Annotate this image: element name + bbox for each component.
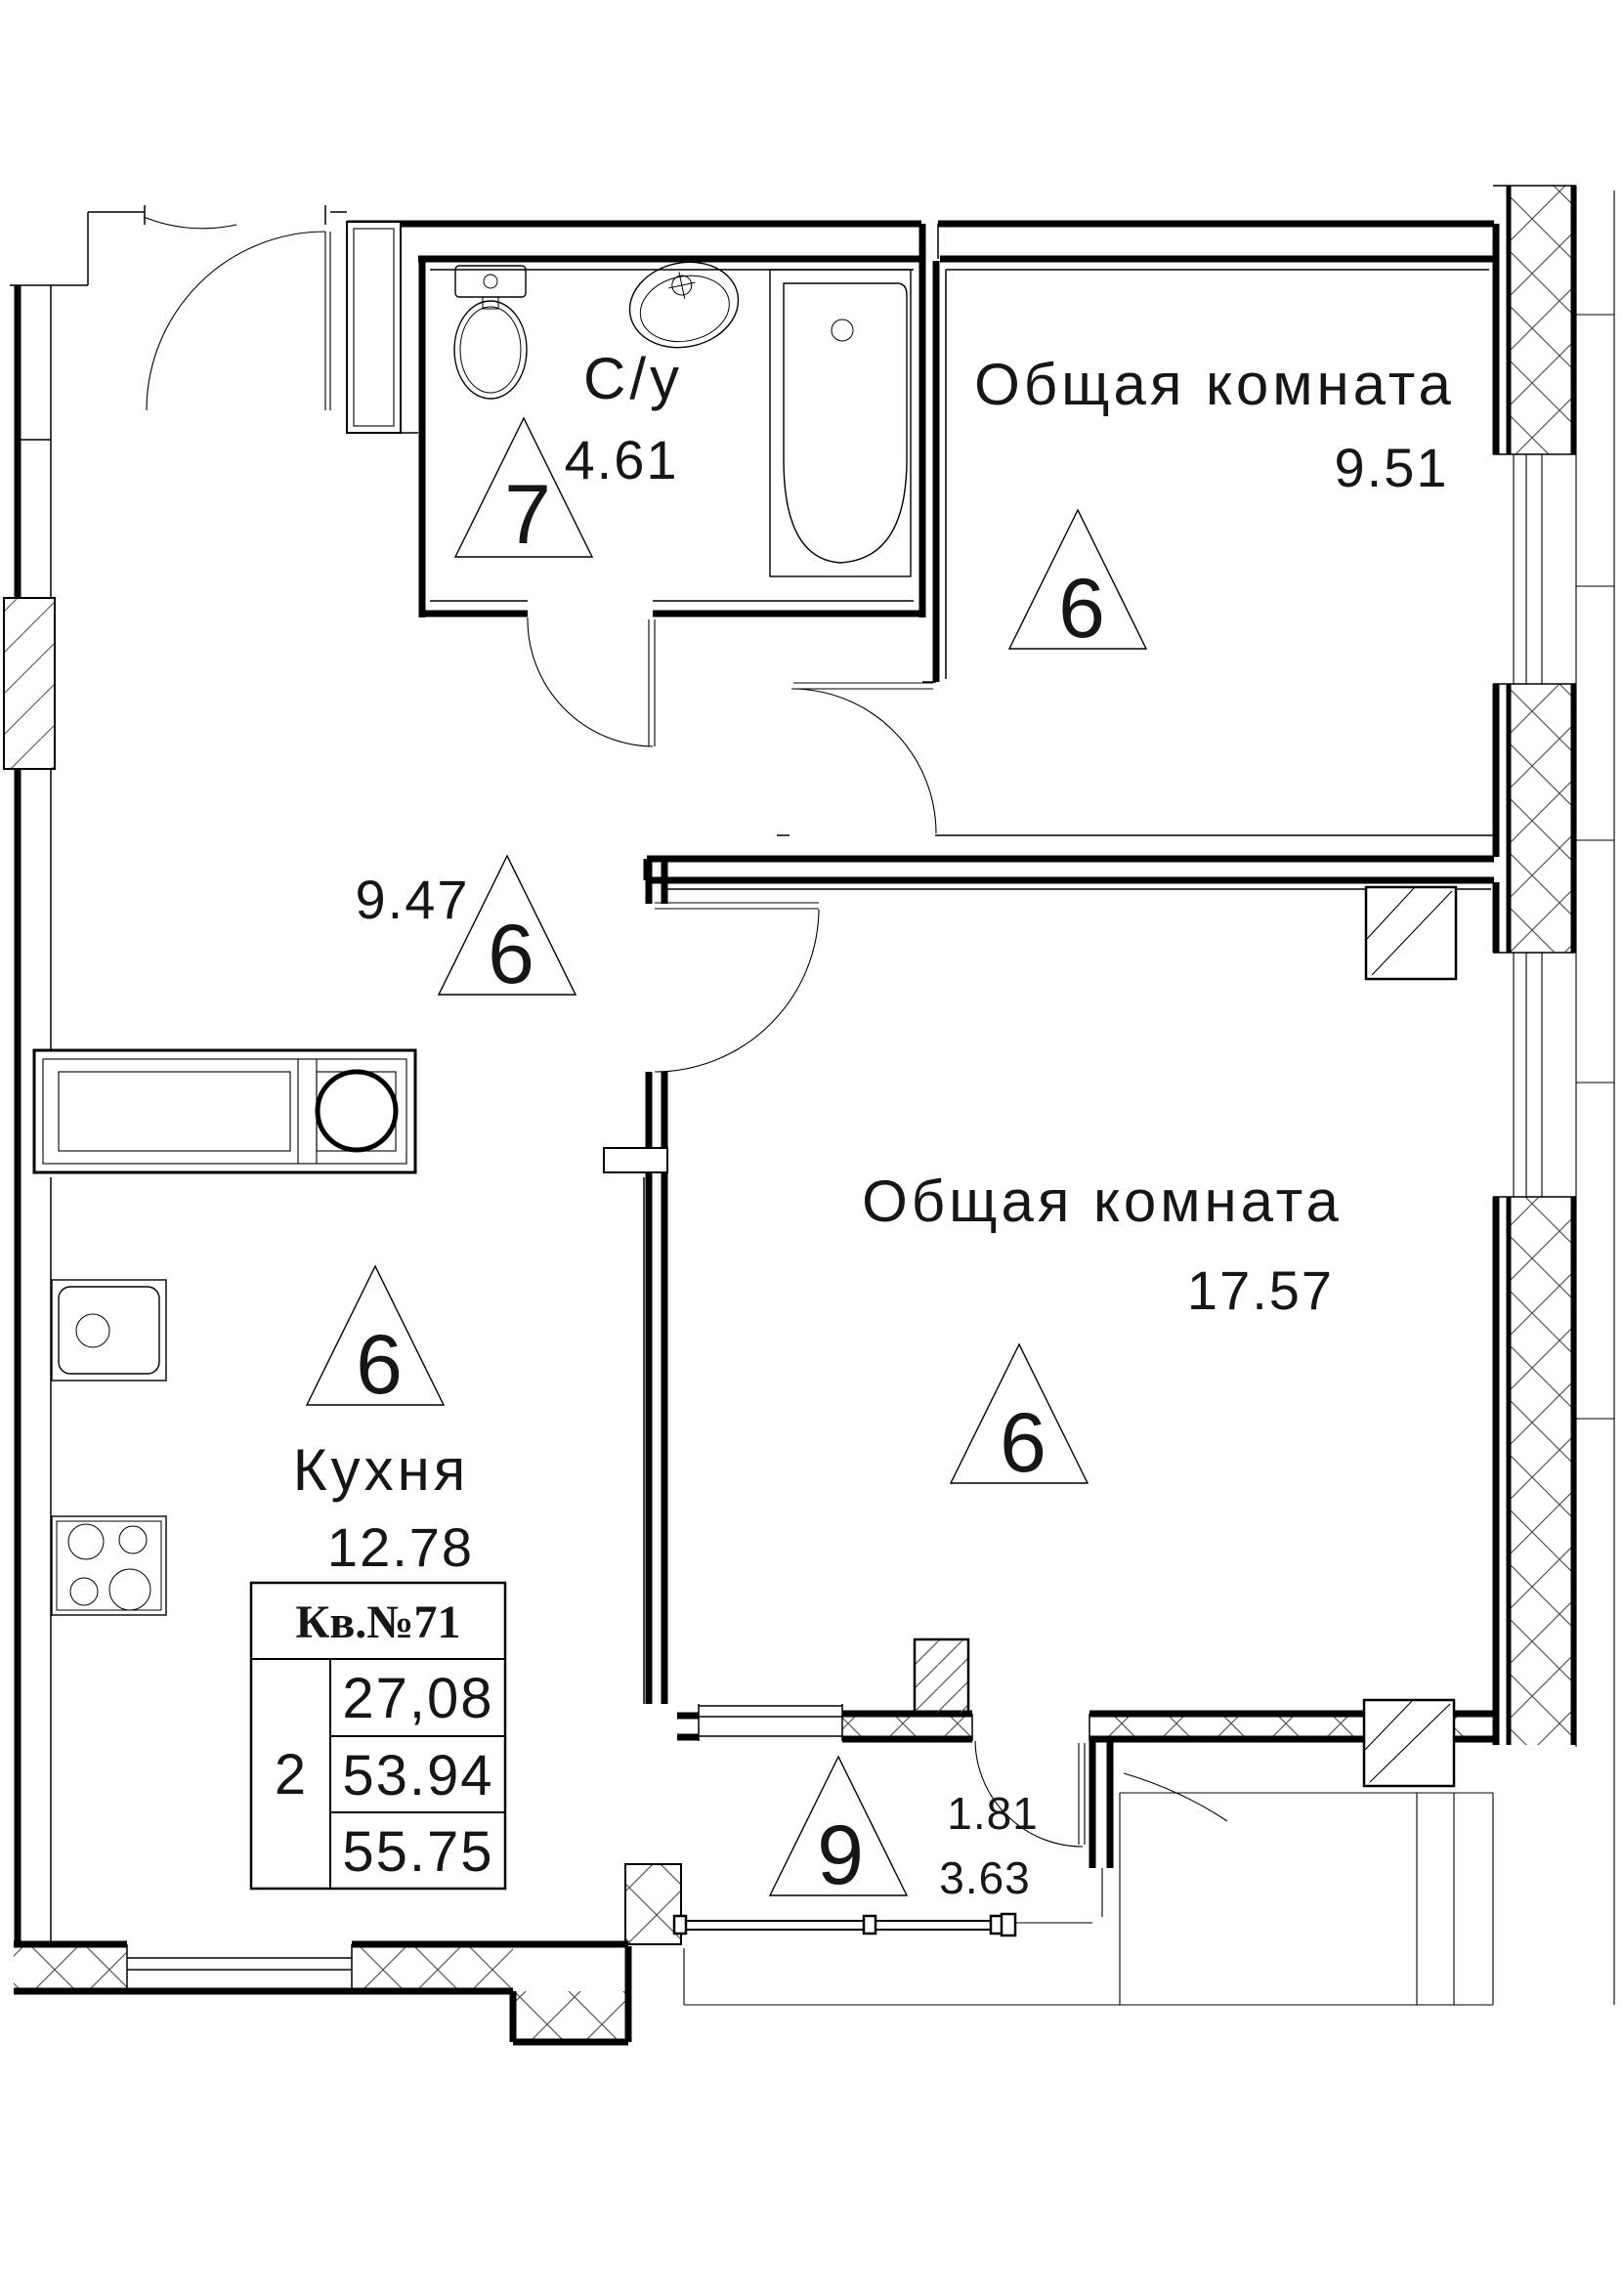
kitchen-area: 12.78 (327, 1516, 474, 1578)
marker-kitchen: 6 (356, 1318, 403, 1412)
vent-box-bottom (1362, 1698, 1456, 1788)
living-top-area: 9.51 (1335, 437, 1449, 498)
kitchen-sink (51, 1279, 167, 1382)
living-main-door (654, 902, 820, 1073)
table-apartment-area: 53.94 (342, 1744, 493, 1807)
marker-triangle-balcony (768, 1755, 909, 1896)
vent-box-top (1364, 885, 1458, 981)
living-top-label: Общая комната (974, 352, 1455, 417)
hallway-area: 9.47 (356, 869, 470, 930)
marker-living-main: 6 (1000, 1396, 1046, 1490)
balcony-area-coeff: 1.81 (947, 1788, 1039, 1839)
table-title: Кв.№71 (296, 1596, 461, 1648)
bathtub (769, 269, 912, 577)
bathroom-label: С/у (583, 346, 683, 411)
balcony-railing (672, 1912, 1017, 1937)
marker-triangle-living-main (949, 1342, 1089, 1484)
doors (143, 216, 1228, 1848)
area-markers: 7 6 6 6 6 9 (305, 416, 1148, 1902)
washing-machine (315, 1069, 399, 1153)
table-rooms-count: 2 (275, 1743, 308, 1807)
kitchen-jamb (603, 1147, 668, 1173)
bathroom-area: 4.61 (565, 429, 679, 490)
marker-triangle-bathroom (453, 416, 594, 558)
table-living-area: 27,08 (342, 1667, 493, 1730)
entry-shaft-column (346, 221, 402, 434)
entry-door-arc (143, 216, 326, 411)
living-top-door (790, 682, 937, 834)
marker-triangle-living-top (1007, 508, 1148, 650)
table-total-area: 55.75 (342, 1820, 493, 1884)
marker-hallway: 6 (488, 908, 534, 1001)
wall-hatch-fills (3, 186, 1573, 2042)
apartment-info-table: Кв.№71 2 27,08 53.94 55.75 (249, 1581, 507, 1891)
toilet (453, 265, 528, 400)
marker-living-top: 6 (1058, 562, 1105, 656)
glazing-and-slab-lines (683, 186, 1615, 2006)
living-main-area: 17.57 (1187, 1259, 1334, 1321)
neighbor-balcony-door-arc (1123, 1772, 1228, 1822)
bathroom-door (527, 617, 656, 747)
balcony-area-full: 3.63 (939, 1852, 1031, 1903)
living-main-label: Общая комната (862, 1169, 1343, 1234)
right-wall-bounds (1506, 186, 1576, 1745)
stove (51, 1515, 167, 1616)
entry-door-leaf (324, 232, 331, 410)
room-labels: С/у 4.61 Общая комната 9.51 9.47 Кухня 1… (293, 346, 1455, 1903)
kitchen-label: Кухня (293, 1437, 470, 1503)
marker-triangle-kitchen (305, 1264, 446, 1406)
bathroom-sink (628, 261, 740, 349)
wardrobe (32, 1048, 668, 1174)
marker-triangle-hallway (437, 854, 577, 996)
walls-thick (14, 220, 1500, 2046)
marker-balcony: 9 (817, 1808, 864, 1902)
balcony-pier (913, 1637, 970, 1716)
walls-thin-faces (10, 185, 1576, 1991)
marker-bathroom: 7 (504, 468, 551, 562)
balcony-door (974, 1740, 1086, 1848)
